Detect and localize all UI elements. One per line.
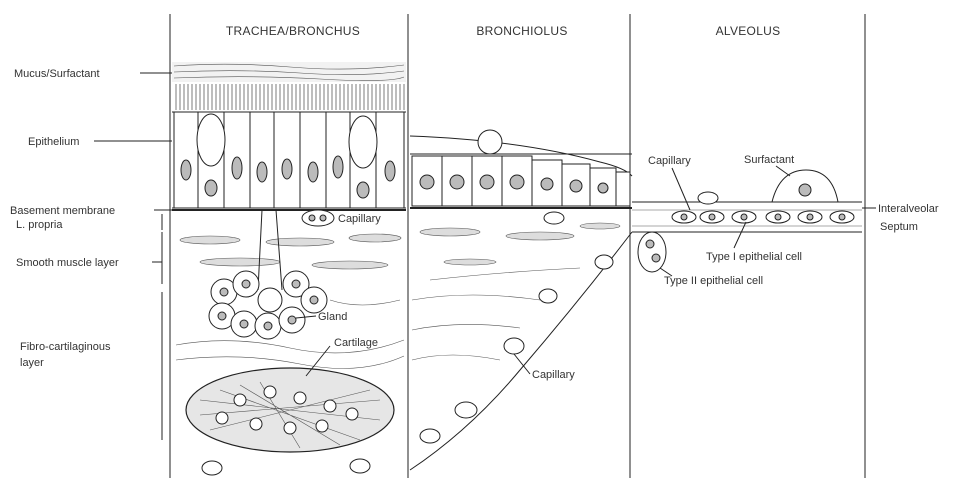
label-type-ii-epithelial-cell: Type II epithelial cell: [664, 275, 763, 287]
trachea-tissue: [172, 62, 406, 475]
header-trachea-bronchus: TRACHEA/BRONCHUS: [226, 24, 360, 38]
label-capillary-trachea: Capillary: [338, 213, 381, 225]
label-cartilage: Cartilage: [334, 337, 378, 349]
label-fibro-cartilaginous: Fibro-cartilaginous: [20, 341, 111, 353]
header-alveolus: ALVEOLUS: [716, 24, 781, 38]
label-surfactant: Surfactant: [744, 154, 794, 166]
header-bronchiolus: BRONCHIOLUS: [476, 24, 567, 38]
label-interalveolar: Interalveolar: [878, 203, 939, 215]
label-septum: Septum: [880, 221, 918, 233]
label-epithelium: Epithelium: [28, 136, 79, 148]
label-fibro-cartilaginous-layer: layer: [20, 357, 44, 369]
label-capillary-alveolus: Capillary: [648, 155, 691, 167]
bronchiolus-tissue: [410, 130, 632, 470]
label-smooth-muscle-layer: Smooth muscle layer: [16, 257, 119, 269]
label-lamina-propria: L. propria: [16, 219, 63, 231]
label-gland: Gland: [318, 311, 347, 323]
label-type-i-epithelial-cell: Type I epithelial cell: [706, 251, 802, 263]
label-mucus-surfactant: Mucus/Surfactant: [14, 68, 100, 80]
label-capillary-bronchiolus: Capillary: [532, 369, 575, 381]
left-leader-lines: [94, 73, 172, 262]
label-basement-membrane: Basement membrane: [10, 205, 115, 217]
